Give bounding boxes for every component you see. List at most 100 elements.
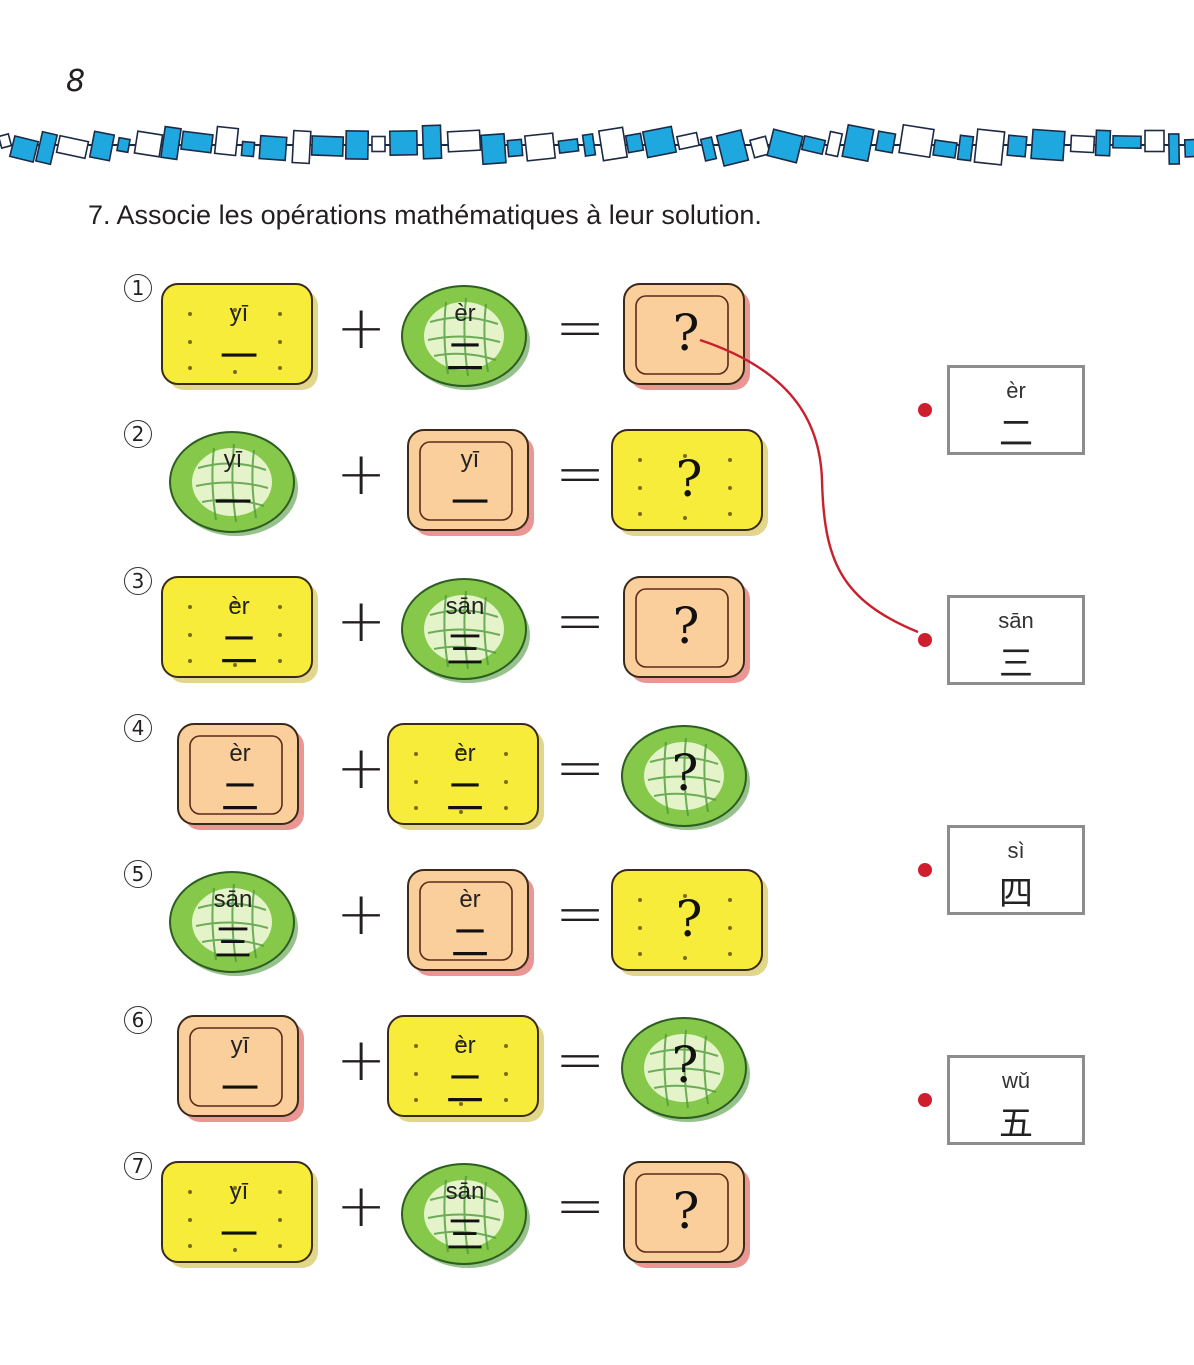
answer-hanzi: 三 [999,644,1033,684]
operand-pinyin: sān [445,593,485,620]
b-cookie-yellow: èr 二 [386,1014,544,1126]
operand-hanzi: 一 [213,481,252,525]
equals-sign: = [555,586,606,656]
answer-hanzi: 二 [999,414,1033,454]
plus-sign: + [336,733,387,803]
b-cookie-red: yī 一 [406,428,534,540]
a-cookie-red: èr 二 [176,722,304,834]
operand-hanzi: 一 [219,1213,258,1257]
operand-hanzi: 二 [445,1067,484,1111]
operand-hanzi: 二 [445,335,484,379]
equals-sign: = [555,1025,606,1095]
operand-hanzi: 三 [445,628,484,672]
b-cookie-red: èr 二 [406,868,534,980]
operand-hanzi: 二 [220,775,259,819]
row-number: 6 [124,1006,152,1034]
b-cookie-green: sān 三 [400,575,530,685]
a-cookie-yellow: yī 一 [160,1160,318,1272]
a-cookie-yellow: yī 一 [160,282,318,394]
unknown-sum: ? [672,304,700,362]
equals-sign: = [555,733,606,803]
operand-pinyin: èr [454,1032,476,1059]
unknown-sum: ? [675,450,703,508]
row-number: 1 [124,274,152,302]
row-number: 5 [124,860,152,888]
a-cookie-green: yī 一 [168,428,298,538]
answer-connector-dot[interactable] [918,863,932,877]
equals-sign: = [555,439,606,509]
operand-hanzi: 一 [219,335,258,379]
operand-hanzi: 一 [450,481,489,525]
exercise-row: 4 èr 二 + èr 二 =? [118,714,798,834]
operand-hanzi: 二 [445,775,484,819]
answer-connector-dot[interactable] [918,633,932,647]
answer-pinyin: wǔ [1001,1068,1031,1093]
row-number: 4 [124,714,152,742]
operand-pinyin: yī [229,1178,249,1205]
page-number: 8 [66,64,86,99]
plus-sign: + [336,293,387,363]
answer-card[interactable]: èr 二 [947,365,1085,455]
plus-sign: + [336,586,387,656]
answer-connector-dot[interactable] [918,1093,932,1107]
exercise-row: 5 sān 三 + èr 二 =? [118,860,798,980]
exercise-instruction: 7. Associe les opérations mathématiques … [88,200,762,230]
a-cookie-red: yī 一 [176,1014,304,1126]
unknown-sum: ? [675,890,703,948]
result-cookie-green[interactable]: ? [620,722,750,832]
unknown-sum: ? [671,1036,699,1094]
operand-hanzi: 三 [445,1213,484,1257]
result-cookie-yellow[interactable]: ? [610,868,768,980]
unknown-sum: ? [672,597,700,655]
operand-pinyin: yī [229,300,249,327]
exercise-row: 1 yī 一 + èr 二 =? [118,274,798,394]
result-cookie-red[interactable]: ? [622,575,750,687]
plus-sign: + [336,879,387,949]
operand-pinyin: èr [229,740,251,767]
plus-sign: + [336,1171,387,1241]
operand-pinyin: sān [213,886,253,913]
answer-pinyin: sì [1007,838,1025,863]
row-number: 3 [124,567,152,595]
exercise-row: 2 yī 一 + yī 一 =? [118,420,798,540]
operand-hanzi: 一 [220,1067,259,1111]
row-number: 7 [124,1152,152,1180]
b-cookie-green: èr 二 [400,282,530,392]
decorative-border [0,123,1194,168]
equals-sign: = [555,879,606,949]
operand-pinyin: èr [454,740,476,767]
answer-connector-dot[interactable] [918,403,932,417]
operand-pinyin: yī [460,446,480,473]
exercise-row: 6 yī 一 + èr 二 =? [118,1006,798,1126]
answer-hanzi: 五 [999,1104,1033,1144]
operand-pinyin: èr [459,886,481,913]
equals-sign: = [555,1171,606,1241]
equals-sign: = [555,293,606,363]
result-cookie-red[interactable]: ? [622,282,750,394]
answer-card[interactable]: wǔ 五 [947,1055,1085,1145]
unknown-sum: ? [671,744,699,802]
result-cookie-red[interactable]: ? [622,1160,750,1272]
operand-hanzi: 三 [213,921,252,965]
answer-card[interactable]: sān 三 [947,595,1085,685]
result-cookie-green[interactable]: ? [620,1014,750,1124]
answer-pinyin: èr [1006,378,1026,403]
unknown-sum: ? [672,1182,700,1240]
result-cookie-yellow[interactable]: ? [610,428,768,540]
operand-hanzi: 二 [219,628,258,672]
a-cookie-green: sān 三 [168,868,298,978]
operand-pinyin: yī [223,446,243,473]
b-cookie-yellow: èr 二 [386,722,544,834]
operand-hanzi: 二 [450,921,489,965]
row-number: 2 [124,420,152,448]
operand-pinyin: yī [230,1032,250,1059]
plus-sign: + [336,1025,387,1095]
answer-pinyin: sān [998,608,1034,633]
plus-sign: + [336,439,387,509]
operand-pinyin: èr [454,300,476,327]
